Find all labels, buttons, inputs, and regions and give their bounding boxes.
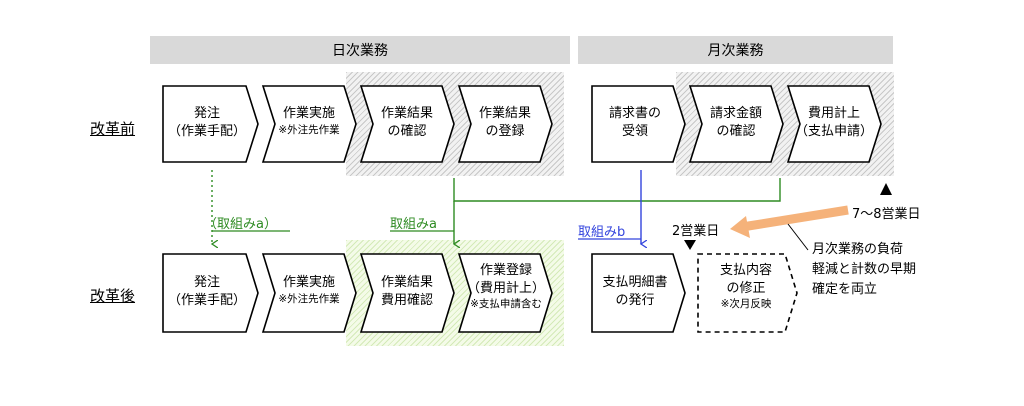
after-step-2-shape <box>261 253 357 333</box>
after-step-1: 発注（作業手配） <box>167 275 246 308</box>
before-step-6: 請求金額の確認 <box>709 106 762 139</box>
row-label-before: 改革前 <box>90 120 136 138</box>
marker-2-days <box>684 240 696 250</box>
before-step-5-shape <box>591 85 686 163</box>
after-step-2: 作業実施※外注先作業 <box>278 275 340 305</box>
before-step-3: 作業結果の確認 <box>380 106 433 139</box>
green-merge-line <box>453 178 781 202</box>
before-step-4: 作業結果の登録 <box>478 106 531 139</box>
before-step-2-shape <box>261 85 357 163</box>
before-step-7: 費用計上（支払申請） <box>794 106 873 139</box>
before-step-3-shape <box>359 85 455 163</box>
before-step-1: 発注（作業手配） <box>167 106 246 139</box>
after-step-4: 作業登録（費用計上）※支払申請含む <box>466 263 545 311</box>
before-step-6-shape <box>688 85 784 163</box>
initiative-a-label: 取組みa <box>390 217 437 232</box>
before-step-5: 請求書の受領 <box>608 106 661 139</box>
marker-7-8-days <box>880 183 892 195</box>
before-chevrons <box>162 85 882 163</box>
initiative-b-label: 取組みb <box>578 225 626 240</box>
row-label-after: 改革後 <box>90 287 136 305</box>
before-step-1-shape <box>162 85 259 163</box>
after-step-3: 作業結果費用確認 <box>380 275 433 308</box>
timing-after-label: 2営業日 <box>672 224 720 239</box>
note-callout-line <box>787 223 809 251</box>
after-step-5-shape <box>591 253 686 333</box>
before-step-2: 作業実施※外注先作業 <box>278 106 340 136</box>
monthly-header: 月次業務 <box>578 36 893 64</box>
after-step-6-shape <box>697 253 798 333</box>
daily-header: 日次業務 <box>150 36 570 64</box>
after-step-5: 支払明細書の発行 <box>602 275 668 308</box>
before-step-4-shape <box>457 85 553 163</box>
initiative-a-dotted-label: （取組みa） <box>204 217 277 232</box>
before-step-7-shape <box>786 85 882 163</box>
after-chevrons <box>162 253 686 333</box>
orange-arrow-head <box>730 216 750 238</box>
timing-before-label: 7～8営業日 <box>852 207 921 222</box>
after-step-4-shape <box>457 253 553 333</box>
benefit-note: 月次業務の負荷 軽減と計数の早期 確定を両立 <box>812 242 917 298</box>
after-step-1-shape <box>162 253 259 333</box>
after-step-3-shape <box>359 253 455 333</box>
orange-arrow <box>741 205 849 232</box>
after-step-6: 支払内容の修正※次月反映 <box>719 263 772 311</box>
